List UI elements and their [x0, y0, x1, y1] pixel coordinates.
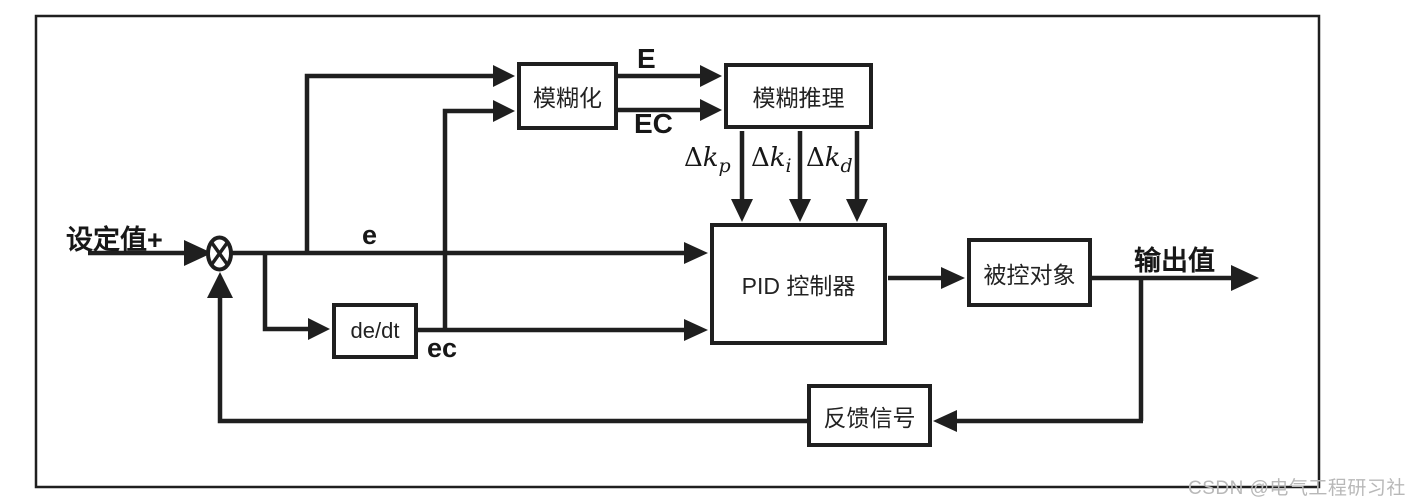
controlled-object-block: 被控对象 — [967, 238, 1092, 307]
delta-symbol: Δ — [751, 143, 770, 173]
fuzzy-error-change-label: EC — [634, 108, 673, 139]
fuzzy-inference-label: 模糊推理 — [752, 85, 845, 111]
error-label: e — [362, 220, 378, 250]
kd-subscript: d — [840, 155, 853, 177]
k-symbol: k — [824, 143, 841, 173]
gain-kd-arrow — [846, 131, 868, 222]
error-change-label: ec — [427, 333, 458, 363]
derivative-block: de/dt — [332, 303, 418, 359]
output-feedback-branch — [933, 278, 1144, 432]
summing-junction — [206, 235, 233, 272]
fuzzification-block: 模糊化 — [517, 62, 618, 130]
error-change-line — [418, 319, 708, 341]
delta-kp-label: Δkp — [684, 143, 731, 177]
E-line — [618, 65, 722, 87]
pid-to-plant-arrow — [888, 267, 965, 289]
pid-controller-block: PID 控制器 — [710, 223, 887, 345]
error-change-branch-to-fuzzification — [442, 100, 515, 330]
kp-subscript: p — [718, 155, 731, 177]
delta-symbol: Δ — [806, 143, 825, 173]
gain-ki-arrow — [789, 131, 811, 222]
gain-kp-arrow — [731, 131, 753, 222]
pid-controller-label: PID 控制器 — [741, 273, 856, 299]
setpoint-label: 设定值+ — [66, 225, 163, 255]
feedback-signal-block: 反馈信号 — [807, 384, 932, 447]
output-line — [1092, 265, 1259, 291]
ki-subscript: i — [785, 155, 792, 177]
watermark-text: CSDN @电气工程研习社 — [1188, 478, 1406, 499]
fuzzification-label: 模糊化 — [533, 85, 602, 111]
controlled-object-label: 被控对象 — [983, 261, 1076, 288]
error-branch-to-derivative — [262, 253, 330, 340]
delta-kd-label: Δkd — [806, 143, 853, 177]
k-symbol: k — [702, 143, 719, 173]
derivative-label: de/dt — [350, 318, 400, 343]
fuzzy-error-label: E — [637, 43, 656, 74]
k-symbol: k — [769, 143, 786, 173]
feedback-return-line — [207, 272, 807, 424]
output-value-label: 输出值 — [1134, 246, 1215, 276]
fuzzy-inference-block: 模糊推理 — [724, 63, 873, 129]
error-line — [231, 242, 708, 264]
delta-symbol: Δ — [684, 143, 703, 173]
feedback-signal-label: 反馈信号 — [823, 404, 916, 431]
error-branch-to-fuzzification — [304, 65, 515, 253]
delta-ki-label: Δki — [751, 143, 792, 177]
setpoint-input-arrow — [88, 240, 212, 266]
EC-line — [618, 99, 722, 121]
outer-border — [34, 14, 1321, 489]
